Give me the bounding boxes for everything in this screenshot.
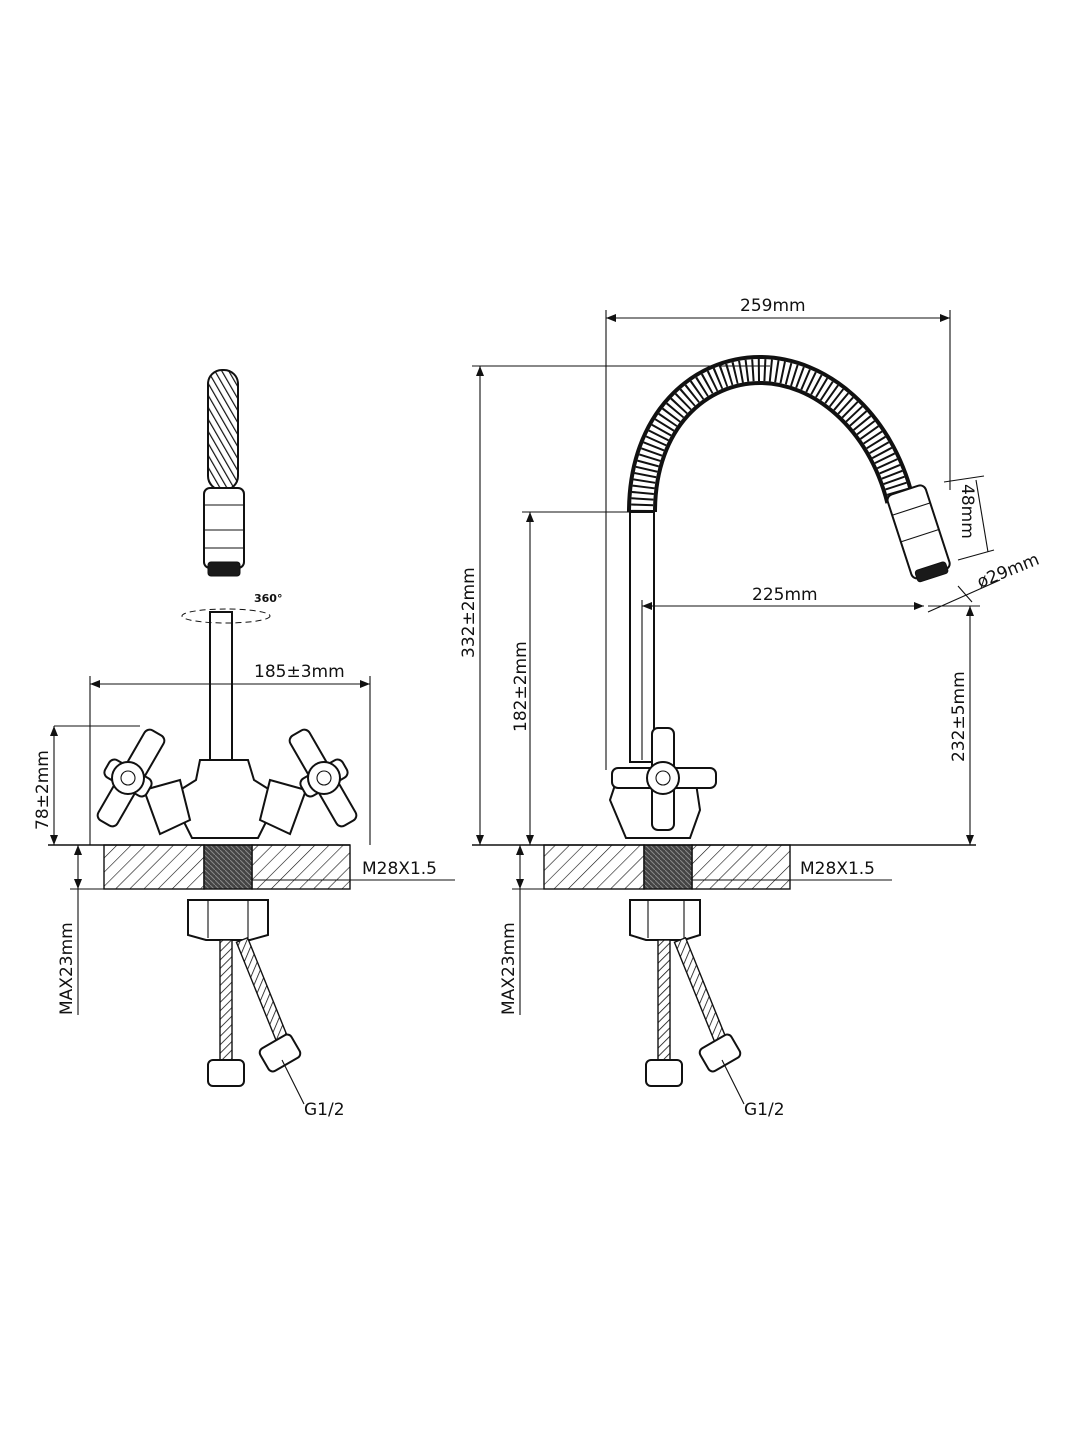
- head-length-dimension: 48mm: [957, 484, 977, 539]
- hose-nut-right-side: [698, 1033, 742, 1073]
- mounting-stud: [203, 844, 253, 890]
- side-view: 259mm 332±2mm 182±2mm 48mm ø29mm 225mm 2…: [459, 296, 1042, 1120]
- overall-height-dimension: 332±2mm: [459, 567, 479, 658]
- head-diameter-dimension: ø29mm: [974, 550, 1042, 593]
- rotation-indicator: [181, 608, 271, 624]
- thread-label: M28X1.5: [362, 859, 437, 879]
- hose-nut-left: [207, 1059, 245, 1087]
- supply-hose-right-side: [673, 936, 728, 1046]
- hose-nut-right: [258, 1033, 302, 1073]
- left-valve-body: [142, 778, 192, 836]
- outlet-height-dimension: 232±5mm: [949, 671, 969, 762]
- right-handle-hub: [307, 761, 341, 795]
- tube-height-dimension: 182±2mm: [511, 641, 531, 732]
- mounting-nut-side: [629, 899, 701, 941]
- connection-label: G1/2: [304, 1100, 345, 1120]
- reach-dimension: 225mm: [752, 585, 818, 605]
- supply-hose-left: [219, 939, 233, 1061]
- hose-nut-left-side: [645, 1059, 683, 1087]
- spout-tube: [209, 611, 233, 763]
- supply-hose-right: [235, 936, 290, 1046]
- supply-hose-left-side: [657, 939, 671, 1061]
- overall-width-dimension: 259mm: [740, 296, 806, 316]
- max-thickness-label: MAX23mm: [57, 922, 77, 1015]
- handle-hub-side: [646, 761, 680, 795]
- thread-label-side: M28X1.5: [800, 859, 875, 879]
- width-dimension: 185±3mm: [254, 662, 345, 682]
- mounting-nut: [187, 899, 269, 941]
- left-handle-hub: [111, 761, 145, 795]
- flexible-hose: [207, 369, 239, 491]
- front-view: 360° 185±3mm 78±2mm: [33, 369, 455, 1120]
- countertop-left-side: [543, 844, 645, 890]
- max-thickness-label-side: MAX23mm: [499, 922, 519, 1015]
- aerator: [207, 561, 241, 577]
- handle-height-dimension: 78±2mm: [33, 750, 53, 830]
- countertop-right: [251, 844, 351, 890]
- faucet-body: [176, 759, 274, 839]
- countertop-left: [103, 844, 205, 890]
- mounting-stud-side: [643, 844, 693, 890]
- right-valve-body: [258, 778, 308, 836]
- connection-label-side: G1/2: [744, 1100, 785, 1120]
- spray-head-side: [886, 484, 951, 583]
- countertop-right-side: [691, 844, 791, 890]
- rotation-label: 360°: [254, 592, 282, 605]
- spray-head: [203, 487, 245, 569]
